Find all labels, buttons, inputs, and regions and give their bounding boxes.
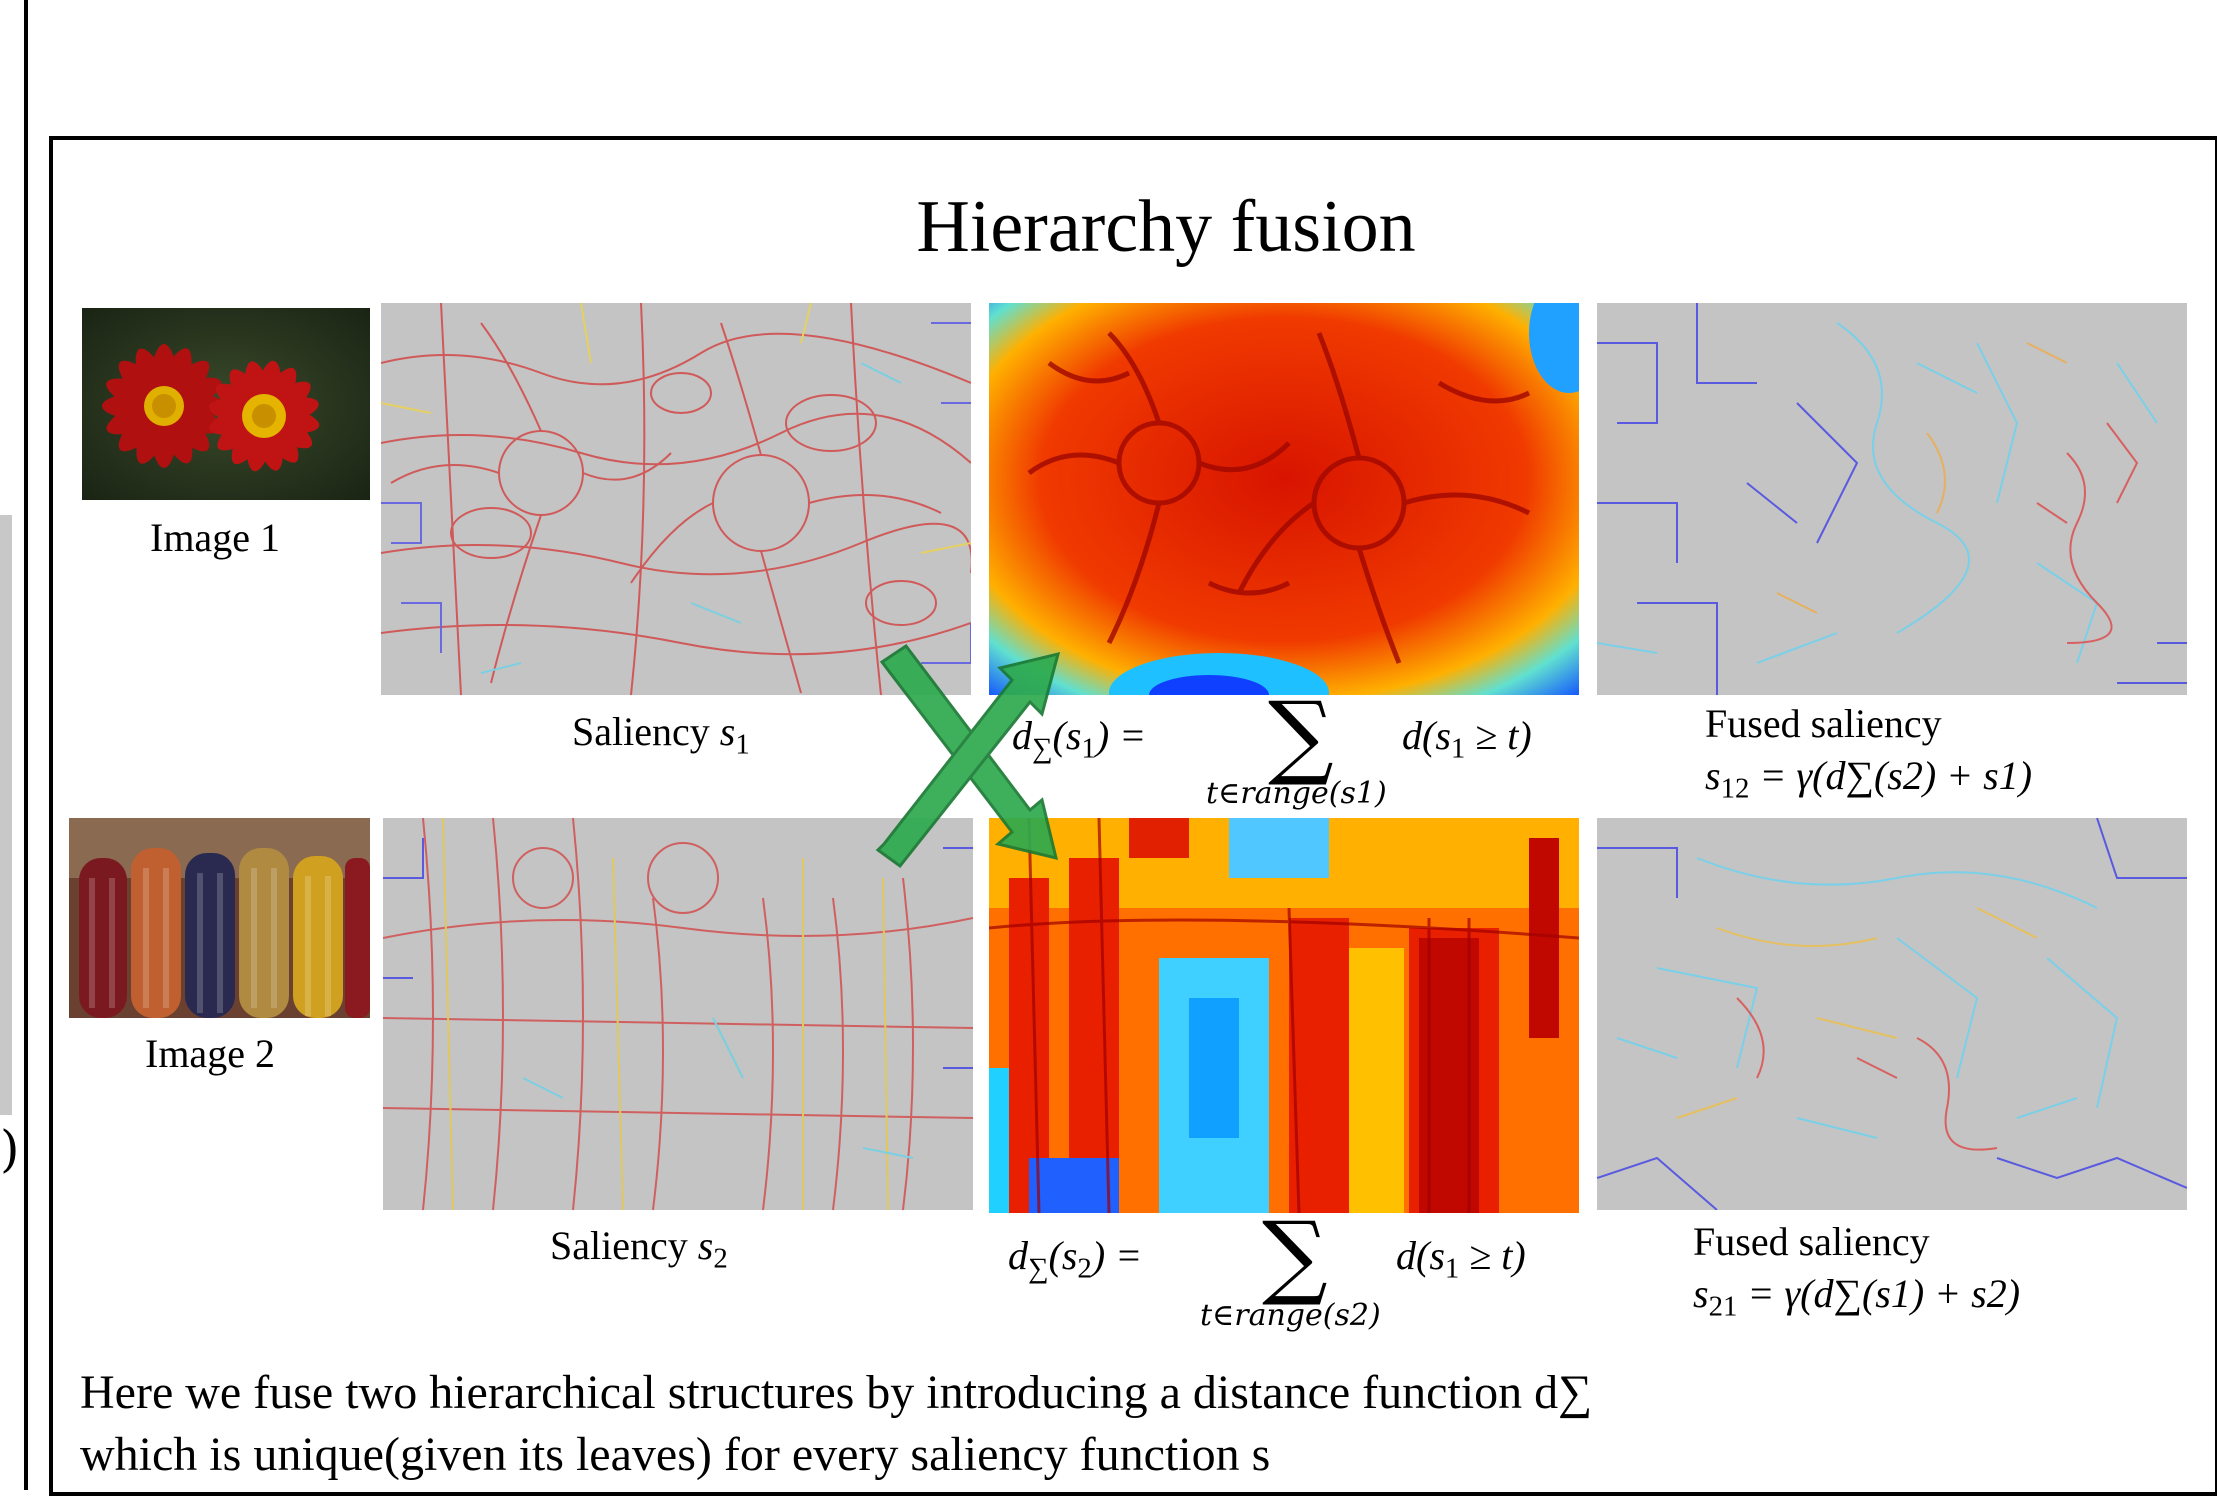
left-panel-border [0,0,28,1490]
image-1-flowers [82,308,370,500]
sum-range-1: t∈range(s1) [1206,776,1387,811]
fused-saliency-label-1: Fused saliency [1705,701,1942,746]
image-2-corn [69,818,370,1018]
distance-heatmap-1 [989,303,1579,695]
fused-formula-2: s21 = γ(d∑(s1) + s2) [1693,1271,2021,1323]
caption-line-2: which is unique(given its leaves) for ev… [80,1428,1271,1481]
left-panel-paren: ) [0,1120,20,1178]
saliency-map-s1 [381,303,971,695]
distance-heatmap-2 [989,818,1579,1213]
cross-arrows [875,643,1061,869]
fused-formula-1: s12 = γ(d∑(s2) + s1) [1705,753,2033,805]
fused-saliency-label-2: Fused saliency [1693,1219,1930,1264]
distance-formula-1-rhs: d(s1 ≥ t) [1402,713,1532,765]
image-2-label: Image 2 [145,1031,275,1076]
panel-title: Hierarchy fusion [916,186,1416,268]
sum-symbol-2: ∑ [1262,1202,1328,1309]
arrow-up-right-icon [875,651,1061,869]
sum-range-2: t∈range(s2) [1200,1298,1381,1333]
image-1-label: Image 1 [150,515,280,560]
left-panel-strip [0,515,12,1115]
caption: Here we fuse two hierarchical structures… [80,1362,1592,1486]
saliency-s2-label: Saliency s2 [550,1223,728,1275]
saliency-map-s2 [383,818,973,1210]
fused-saliency-s21 [1597,818,2187,1210]
saliency-s1-label: Saliency s1 [572,709,750,761]
distance-formula-2-lhs: d∑(s2) = [1008,1233,1143,1285]
caption-line-1: Here we fuse two hierarchical structures… [80,1366,1593,1419]
distance-formula-1-lhs: d∑(s1) = [1012,713,1147,765]
distance-formula-2-rhs: d(s1 ≥ t) [1396,1233,1526,1285]
sum-symbol-1: ∑ [1268,682,1334,789]
fused-saliency-s12 [1597,303,2187,695]
